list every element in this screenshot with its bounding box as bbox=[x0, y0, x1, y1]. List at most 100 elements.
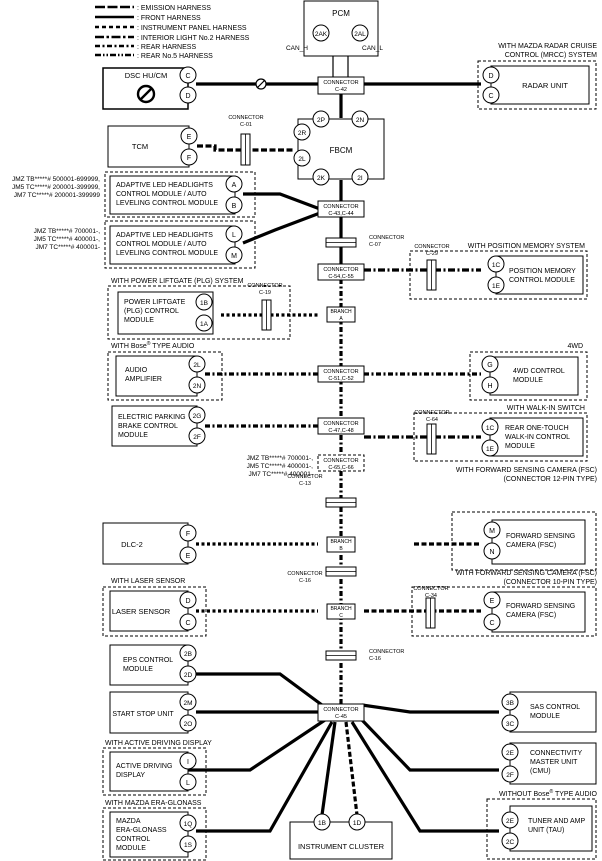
svg-text:TUNER AND AMP: TUNER AND AMP bbox=[528, 818, 586, 825]
era-pin-1s: 1S bbox=[184, 842, 193, 849]
sas-module[interactable]: SAS CONTROL MODULE 3B 3C bbox=[501, 691, 597, 733]
laser-group-label: WITH LASER SENSOR bbox=[111, 578, 185, 585]
connector-c51-c52: CONNECTOR C-51,C-52 bbox=[317, 365, 365, 383]
connector-c45: CONNECTOR C-45 bbox=[317, 703, 365, 722]
add-pin-l: L bbox=[186, 780, 190, 787]
svg-text:ADAPTIVE LED HEADLIGHTS: ADAPTIVE LED HEADLIGHTS bbox=[116, 232, 213, 239]
svg-text:LEVELING CONTROL MODULE: LEVELING CONTROL MODULE bbox=[116, 250, 218, 257]
ss-pin-2o: 2O bbox=[184, 721, 193, 728]
svg-text:MAZDA: MAZDA bbox=[116, 818, 141, 825]
connector-c47-c48: CONNECTOR C-47,C-48 bbox=[317, 417, 365, 435]
svg-text:MASTER UNIT: MASTER UNIT bbox=[530, 759, 578, 766]
svg-text:SAS CONTROL: SAS CONTROL bbox=[530, 704, 580, 711]
hl-b-vin-2: JM5 TC*****# 400001-, bbox=[34, 236, 101, 243]
fsc12-module[interactable]: FORWARD SENSING CAMERA (FSC) M N bbox=[483, 519, 586, 565]
svg-text:MODULE: MODULE bbox=[513, 377, 543, 384]
branch-c: BRANCH C bbox=[326, 603, 356, 620]
laser-sensor-module[interactable]: LASER SENSOR D C bbox=[109, 590, 197, 632]
active-driving-display-module[interactable]: ACTIVE DRIVING DISPLAY I L bbox=[109, 751, 197, 792]
svg-text:CONNECTOR: CONNECTOR bbox=[323, 204, 358, 210]
fsc12-group-label-2: (CONNECTOR 12-PIN TYPE) bbox=[504, 476, 597, 483]
era-group-frame bbox=[102, 807, 207, 861]
instrument-cluster-label: INSTRUMENT CLUSTER bbox=[298, 842, 385, 851]
tau-group-label: WITHOUT Bose® TYPE AUDIO bbox=[499, 788, 598, 798]
walkin-module[interactable]: REAR ONE-TOUCH WALK-IN CONTROL MODULE 1C… bbox=[481, 417, 584, 457]
hl-a-pin-a: A bbox=[232, 182, 237, 189]
hl-b-pin-m: M bbox=[231, 253, 237, 260]
connector-c07: CONNECTOR C-07 bbox=[325, 235, 404, 248]
eps-module[interactable]: EPS CONTROL MODULE 2B 2D bbox=[109, 644, 197, 686]
headlights-module-b[interactable]: ADAPTIVE LED HEADLIGHTS CONTROL MODULE /… bbox=[109, 225, 243, 265]
connector-c54-c55: CONNECTOR C-54,C-55 bbox=[317, 263, 365, 281]
fbcm-pin-2n: 2N bbox=[356, 117, 365, 124]
svg-text:LEVELING CONTROL MODULE: LEVELING CONTROL MODULE bbox=[116, 200, 218, 207]
pcm-pin-2al: 2AL bbox=[354, 31, 366, 38]
svg-text:REAR ONE-TOUCH: REAR ONE-TOUCH bbox=[505, 425, 569, 432]
svg-text:MODULE: MODULE bbox=[530, 713, 560, 720]
hl-b-vin-3: JM7 TC*****# 400001- bbox=[35, 244, 100, 251]
plg-module[interactable]: POWER LIFTGATE (PLG) CONTROL MODULE 1B 1… bbox=[117, 291, 214, 335]
hl-a-vin-1: JMZ TB*****# 500001-699999, bbox=[12, 176, 100, 183]
radar-pin-c: C bbox=[488, 93, 493, 100]
hl-b-group-frame bbox=[104, 220, 256, 269]
cmu-pin-2f: 2F bbox=[506, 772, 514, 779]
svg-text:C-01: C-01 bbox=[240, 122, 252, 128]
tcm-module[interactable]: TCM E F bbox=[107, 125, 198, 168]
audio-amplifier-module[interactable]: AUDIO AMPLIFIER 2L 2N bbox=[115, 355, 206, 397]
radar-unit[interactable]: RADAR UNIT D C bbox=[482, 65, 590, 105]
cmu-pin-2e: 2E bbox=[506, 750, 515, 757]
headlights-module-a[interactable]: ADAPTIVE LED HEADLIGHTS CONTROL MODULE /… bbox=[109, 175, 243, 215]
wire-ic-1d bbox=[344, 721, 359, 816]
amp-group-frame bbox=[107, 351, 223, 401]
c65-vin-2: JM5 TC*****# 400001-, bbox=[247, 463, 314, 470]
epb-module[interactable]: ELECTRIC PARKING BRAKE CONTROL MODULE 2G… bbox=[111, 405, 206, 447]
instrument-cluster-module[interactable]: INSTRUMENT CLUSTER 1B 1D bbox=[289, 813, 393, 860]
svg-text:ADAPTIVE LED HEADLIGHTS: ADAPTIVE LED HEADLIGHTS bbox=[116, 182, 213, 189]
mrcc-group-label: WITH MAZDA RADAR CRUISE bbox=[498, 43, 597, 50]
connector-c29: CONNECTOR C-29 bbox=[414, 244, 450, 291]
dsc-module[interactable]: DSC HU/CM C D bbox=[102, 66, 197, 110]
hl-a-pin-b: B bbox=[232, 203, 237, 210]
era-pin-1q: 1Q bbox=[184, 821, 193, 828]
wires bbox=[185, 37, 499, 833]
fbcm-label: FBCM bbox=[330, 146, 353, 155]
legend-label-emission: : EMISSION HARNESS bbox=[137, 5, 211, 12]
fsc10-module[interactable]: FORWARD SENSING CAMERA (FSC) E C bbox=[483, 591, 586, 633]
svg-text:CONTROL MODULE: CONTROL MODULE bbox=[509, 277, 575, 284]
svg-text:CONNECTOR: CONNECTOR bbox=[369, 649, 404, 655]
connector-c19: CONNECTOR C-19 bbox=[247, 283, 283, 331]
awd-group-frame bbox=[469, 351, 588, 401]
pcm-module[interactable]: PCM 2AK 2AL bbox=[303, 0, 379, 57]
radar-label: RADAR UNIT bbox=[522, 81, 568, 90]
dlc2-module[interactable]: DLC-2 F E bbox=[102, 522, 197, 565]
sas-pin-3c: 3C bbox=[506, 721, 515, 728]
svg-text:ELECTRIC PARKING: ELECTRIC PARKING bbox=[118, 414, 186, 421]
c65-vin-1: JMZ TB*****# 700001-, bbox=[247, 455, 314, 462]
svg-text:CAMERA (FSC): CAMERA (FSC) bbox=[506, 612, 556, 619]
svg-text:C: C bbox=[339, 613, 343, 619]
fsc12-group-label-1: WITH FORWARD SENSING CAMERA (FSC) bbox=[456, 467, 597, 474]
fbcm-module[interactable]: FBCM 2P 2N 2R 2L 2K 2I bbox=[293, 110, 385, 186]
fsc10-group-label-1: WITH FORWARD SENSING CAMERA (FSC) bbox=[456, 570, 597, 577]
svg-text:FORWARD SENSING: FORWARD SENSING bbox=[506, 533, 575, 540]
cmu-module[interactable]: CONNECTIVITY MASTER UNIT (CMU) 2E 2F bbox=[501, 742, 597, 785]
svg-text:ACTIVE DRIVING: ACTIVE DRIVING bbox=[116, 763, 172, 770]
fsc12-pin-n: N bbox=[489, 549, 494, 556]
can-l-label: CAN_L bbox=[362, 45, 383, 52]
era-glonass-module[interactable]: MAZDA ERA-GLONASS CONTROL MODULE 1Q 1S bbox=[109, 811, 197, 858]
laser-label: LASER SENSOR bbox=[112, 607, 171, 616]
connector-c16-b: CONNECTOR C-16 bbox=[325, 649, 404, 662]
ic-pin-1b: 1B bbox=[318, 820, 326, 827]
fbcm-pin-2p: 2P bbox=[317, 117, 325, 124]
add-group-label: WITH ACTIVE DRIVING DISPLAY bbox=[105, 740, 212, 747]
tau-group-frame bbox=[486, 798, 597, 860]
connector-c16-a: CONNECTOR C-16 bbox=[287, 566, 357, 584]
position-memory-module[interactable]: POSITION MEMORY CONTROL MODULE 1C 1E bbox=[487, 255, 584, 295]
awd-module[interactable]: 4WD CONTROL MODULE G H bbox=[481, 355, 579, 396]
start-stop-module[interactable]: START STOP UNIT 2M 2O bbox=[109, 691, 197, 734]
tau-module[interactable]: TUNER AND AMP UNIT (TAU) 2E 2C bbox=[501, 805, 593, 852]
wire-ic-1b bbox=[320, 721, 337, 816]
svg-text:C-43,C-44: C-43,C-44 bbox=[328, 211, 353, 217]
connector-c65-c66: CONNECTOR C-65,C-66 bbox=[317, 454, 365, 472]
svg-text:C-13: C-13 bbox=[299, 481, 311, 487]
